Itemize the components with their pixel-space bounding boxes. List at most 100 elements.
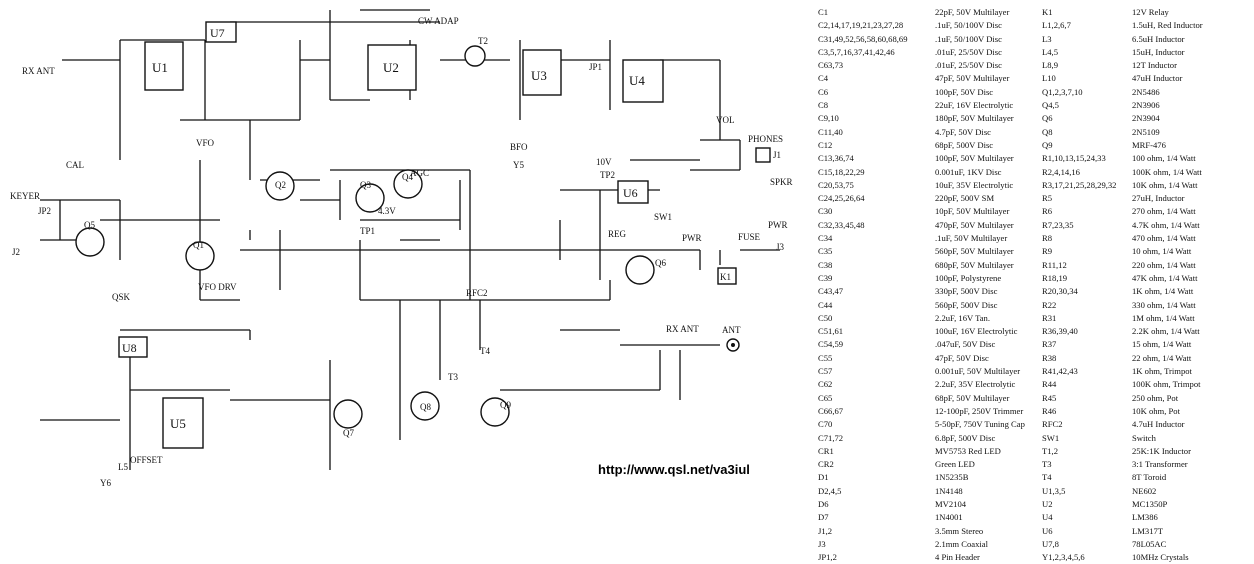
parts-list-entry: 4.7pF, 50V Disc: [935, 126, 991, 137]
parts-list-entry: .01uF, 25/50V Disc: [935, 46, 1002, 57]
parts-list-entry: R44: [1042, 379, 1057, 390]
transformer-t2: T2: [464, 36, 488, 67]
transistor-q6: Q6: [625, 255, 666, 285]
svg-text:K1: K1: [720, 272, 731, 282]
parts-list-entry: 6.5uH Inductor: [1132, 33, 1185, 44]
parts-list-entry: C70: [818, 419, 833, 430]
parts-list-entry: 2N5486: [1132, 86, 1160, 97]
parts-list-entry: T4: [1042, 472, 1052, 483]
parts-list-entry: C13,36,74: [818, 153, 854, 164]
parts-list-entry: LM386: [1132, 512, 1158, 523]
parts-list-entry: Y1,2,3,4,5,6: [1042, 552, 1085, 563]
svg-text:PWR: PWR: [682, 233, 702, 243]
parts-list-entry: SW1: [1042, 432, 1060, 443]
parts-list-entry: R18,19: [1042, 272, 1068, 283]
parts-list-entry: R36,39,40: [1042, 326, 1078, 337]
parts-list-entry: C9,10: [818, 113, 839, 124]
svg-text:TP2: TP2: [600, 170, 615, 180]
parts-list-entry: C66,67: [818, 405, 844, 416]
svg-text:PHONES: PHONES: [748, 134, 783, 144]
schematic-diagram: U1 U2 U3 U4 U5 U6 U7 U8 K1 Q1 Q2 Q3 Q4 Q…: [10, 9, 793, 488]
parts-list-entry: C34: [818, 233, 833, 244]
svg-text:U3: U3: [531, 68, 547, 83]
parts-list-entry: 2.2uF, 35V Electrolytic: [935, 379, 1016, 390]
parts-list-entry: C50: [818, 312, 833, 323]
parts-list-entry: .1uF, 50/100V Disc: [935, 33, 1002, 44]
parts-list-entry: 1N4001: [935, 512, 963, 523]
parts-list-entry: U7,8: [1042, 538, 1059, 549]
parts-list-entry: 100K ohm, Trimpot: [1132, 379, 1201, 390]
parts-list-entry: C71,72: [818, 432, 844, 443]
parts-list-entry: C62: [818, 379, 833, 390]
svg-text:VOL: VOL: [716, 115, 735, 125]
parts-list-entry: 3.5mm Stereo: [935, 525, 984, 536]
parts-list-entry: D1: [818, 472, 829, 483]
ic-u8: U8: [118, 336, 148, 358]
svg-text:AGC: AGC: [410, 168, 429, 178]
parts-list-values-1: 22pF, 50V Multilayer.1uF, 50/100V Disc.1…: [935, 6, 1043, 564]
parts-list-entry: 10K ohm, Pot: [1132, 405, 1180, 416]
parts-list-entry: U6: [1042, 525, 1053, 536]
ic-u6: U6: [617, 180, 649, 204]
parts-list-entry: C51,61: [818, 326, 844, 337]
parts-list-entry: CR1: [818, 445, 834, 456]
parts-list-entry: C8: [818, 100, 829, 111]
parts-list-entry: 12T Inductor: [1132, 60, 1177, 71]
parts-list-entry: 1N5235B: [935, 472, 969, 483]
parts-list-entry: D2,4,5: [818, 485, 842, 496]
parts-list-entry: 5-50pF, 750V Tuning Cap: [935, 419, 1025, 430]
parts-list-entry: C6: [818, 86, 829, 97]
svg-text:JP1: JP1: [589, 62, 602, 72]
parts-list-entry: 47pF, 50V Disc: [935, 352, 989, 363]
parts-list-entry: C20,53,75: [818, 179, 854, 190]
parts-list-entry: 100K ohm, 1/4 Watt: [1132, 166, 1202, 177]
parts-list-entry: 0.001uF, 1KV Disc: [935, 166, 1002, 177]
svg-text:T3: T3: [448, 372, 458, 382]
svg-text:REG: REG: [608, 229, 627, 239]
parts-list-entry: U4: [1042, 512, 1053, 523]
parts-list-entry: 47uH Inductor: [1132, 73, 1183, 84]
parts-list-entry: C11,40: [818, 126, 843, 137]
svg-text:U8: U8: [122, 341, 137, 355]
parts-list-entry: 2N3906: [1132, 100, 1160, 111]
parts-list-entry: 78L05AC: [1132, 538, 1167, 549]
ic-u1: U1: [144, 41, 184, 91]
svg-text:Y6: Y6: [100, 478, 111, 488]
parts-list-entry: C32,33,45,48: [818, 219, 865, 230]
svg-text:Q6: Q6: [655, 258, 666, 268]
parts-list-entry: C57: [818, 366, 833, 377]
svg-text:BFO: BFO: [510, 142, 528, 152]
parts-list-entry: C38: [818, 259, 833, 270]
parts-list-entry: K1: [1042, 7, 1053, 17]
transistor-q1: Q1: [185, 240, 215, 271]
transistor-q8: Q8: [410, 391, 440, 421]
ic-u7: U7: [205, 21, 237, 43]
svg-text:Y5: Y5: [513, 160, 524, 170]
svg-text:J2: J2: [12, 247, 20, 257]
parts-list-entry: 4 Pin Header: [935, 552, 980, 563]
parts-list-entry: 100 ohm, 1/4 Watt: [1132, 153, 1196, 164]
parts-list-entry: L4,5: [1042, 46, 1058, 57]
parts-list-entry: L8,9: [1042, 60, 1058, 71]
parts-list-entry: C15,18,22,29: [818, 166, 865, 177]
svg-text:VFO: VFO: [196, 138, 215, 148]
transistor-q5: Q5: [75, 220, 105, 257]
svg-text:U1: U1: [152, 60, 168, 75]
ic-u2: U2: [367, 44, 417, 91]
parts-list-entry: 4.7K ohm, 1/4 Watt: [1132, 219, 1200, 230]
parts-list-entry: J1,2: [818, 525, 833, 536]
relay-k1: K1: [717, 267, 737, 285]
parts-list-entry: 180pF, 50V Multilayer: [935, 113, 1014, 124]
parts-list-entry: 47pF, 50V Multilayer: [935, 73, 1010, 84]
connector-phones-jack: [755, 147, 771, 163]
parts-list-entry: C63,73: [818, 60, 844, 71]
svg-text:Q8: Q8: [420, 402, 431, 412]
parts-list-entry: .047uF, 50V Disc: [935, 339, 996, 350]
parts-list-entry: 15uH, Inductor: [1132, 46, 1185, 57]
parts-list-entry: NE602: [1132, 485, 1157, 496]
transistor-q3: Q3: [355, 180, 385, 213]
parts-list-entry: 1K ohm, 1/4 Watt: [1132, 286, 1194, 297]
parts-list-entry: 8T Toroid: [1132, 472, 1167, 483]
